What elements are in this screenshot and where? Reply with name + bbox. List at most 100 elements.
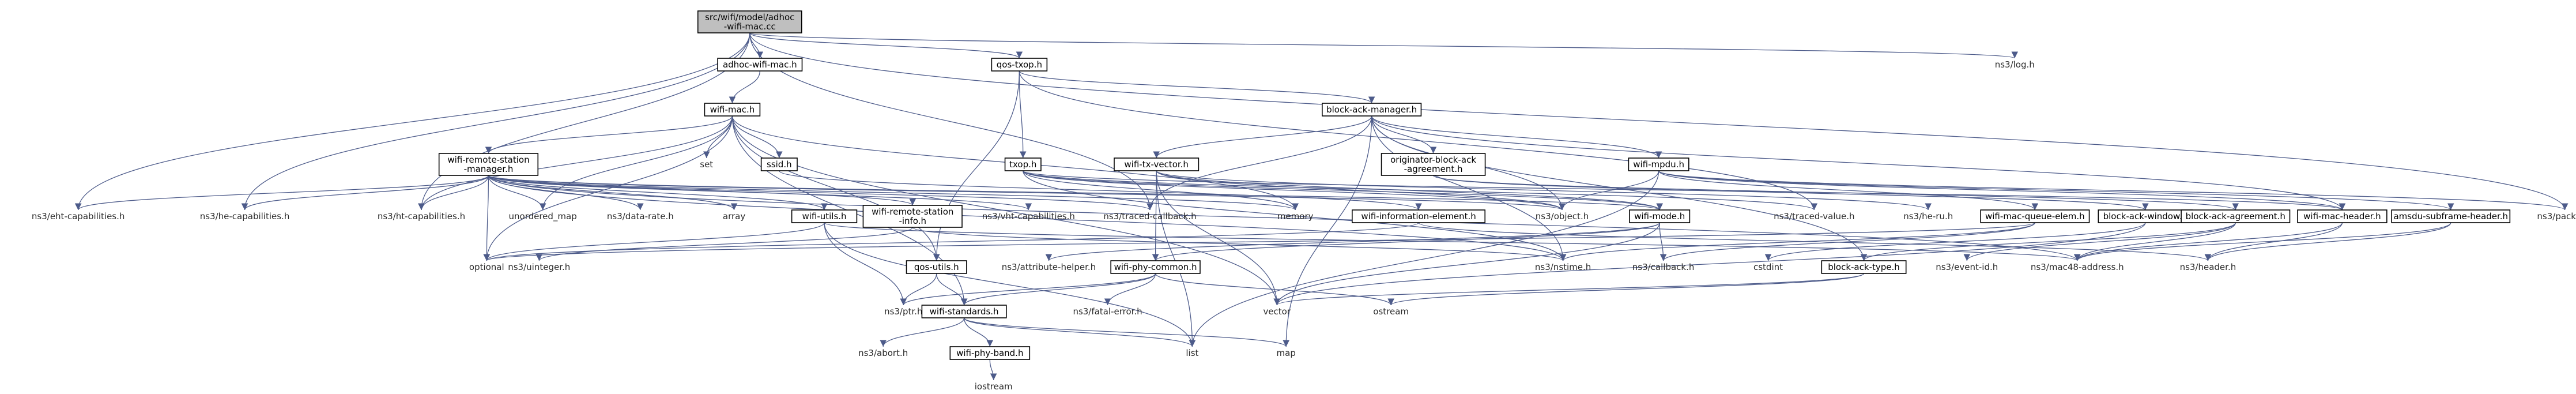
edge-qos_txop-to-txop xyxy=(1019,70,1027,159)
edge-mqe-to-optional xyxy=(484,222,2035,261)
node-qos-utils-h[interactable]: qos-utils.h xyxy=(906,260,967,274)
node-label: block-ack-manager.h xyxy=(1326,104,1417,115)
node-label: wifi-mode.h xyxy=(1634,211,1685,222)
node-label: ns3/ptr.h xyxy=(884,306,922,317)
node-ns3-he-capabilities-h: ns3/he-capabilities.h xyxy=(200,211,290,222)
node-ns3-attribute-helper-h: ns3/attribute-helper.h xyxy=(1002,262,1096,272)
node-wifi-mode-h[interactable]: wifi-mode.h xyxy=(1629,209,1691,223)
node-vector: vector xyxy=(1263,306,1291,317)
node-label: wifi-information-element.h xyxy=(1361,211,1476,222)
node-wifi-information-element-h[interactable]: wifi-information-element.h xyxy=(1352,209,1486,223)
node-memory: memory xyxy=(1277,211,1314,222)
edge-rsm-to-eht xyxy=(75,175,489,211)
node-ns3-callback-h: ns3/callback.h xyxy=(1632,262,1695,272)
node-wifi-remote-station-manager-h[interactable]: wifi-remote-station-manager.h xyxy=(438,153,539,176)
node-wifi-phy-band-h[interactable]: wifi-phy-band.h xyxy=(949,346,1031,360)
node-label: ns3/traced-value.h xyxy=(1774,211,1854,222)
node-box xyxy=(760,157,798,171)
node-ns3-data-rate-h: ns3/data-rate.h xyxy=(607,211,674,222)
node-map: map xyxy=(1277,348,1296,358)
node-txop-h[interactable]: txop.h xyxy=(1004,157,1042,171)
edge-wifi_mac-to-qosutils xyxy=(731,115,940,261)
node-label: wifi-mac-queue-elem.h xyxy=(1985,211,2085,222)
node-qos-txop-h[interactable]: qos-txop.h xyxy=(991,58,1048,72)
edge-root-to-log xyxy=(749,32,2017,59)
edge-qos_txop-to-tval xyxy=(1019,70,1818,211)
edge-mhdr-to-header xyxy=(2204,222,2343,261)
edge-wifi_mac-to-umap xyxy=(539,115,733,211)
edge-phyc-to-ostream xyxy=(1155,273,1394,306)
node-block-ack-type-h[interactable]: block-ack-type.h xyxy=(1821,260,1907,274)
node-ssid-h[interactable]: ssid.h xyxy=(760,157,798,171)
node-block-ack-window-h[interactable]: block-ack-window.h xyxy=(2098,209,2193,223)
edge-rsm-to-wutils xyxy=(488,175,828,211)
edge-wstd-to-map xyxy=(963,317,1289,347)
node-wifi-utils-h[interactable]: wifi-utils.h xyxy=(791,209,858,223)
node-wifi-remote-station-info-h[interactable]: wifi-remote-station-info.h xyxy=(862,205,963,228)
node-originator-block-ack-agreement-h[interactable]: originator-block-ack-agreement.h xyxy=(1381,153,1486,176)
edge-amsdu-to-header xyxy=(2204,222,2451,261)
node-wifi-standards-h[interactable]: wifi-standards.h xyxy=(921,305,1007,318)
edge-batype-to-ostream xyxy=(1387,273,1865,306)
edge-mpdu-to-object xyxy=(1559,170,1659,211)
node-box xyxy=(1629,209,1691,223)
edge-txop-to-tval xyxy=(1023,170,1817,211)
edge-mpdu-to-mhdr xyxy=(1658,170,2345,211)
edge-txop-to-object xyxy=(1023,170,1566,211)
edge-rsm-to-mac48 xyxy=(488,175,2081,261)
node-adhoc-wifi-mac-h[interactable]: adhoc-wifi-mac.h xyxy=(717,58,803,72)
edge-root-to-packet xyxy=(749,32,2569,211)
edge-root-to-qos_txop xyxy=(749,32,1023,59)
node-wifi-mac-header-h[interactable]: wifi-mac-header.h xyxy=(2297,209,2388,223)
edge-wstd-to-band xyxy=(963,317,994,347)
node-box xyxy=(991,58,1048,72)
node-label: -info.h xyxy=(899,216,926,226)
edge-wutils-to-list xyxy=(824,222,1196,347)
node-label: originator-block-ack xyxy=(1390,155,1476,165)
node-wifi-mac-h[interactable]: wifi-mac.h xyxy=(704,103,761,117)
node-label: ostream xyxy=(1373,306,1409,317)
node-block-ack-manager-h[interactable]: block-ack-manager.h xyxy=(1322,103,1422,117)
node-list: list xyxy=(1186,348,1198,358)
node-label: amsdu-subframe-header.h xyxy=(2393,211,2508,222)
node-amsdu-subframe-header-h[interactable]: amsdu-subframe-header.h xyxy=(2391,209,2511,223)
node-wifi-mpdu-h[interactable]: wifi-mpdu.h xyxy=(1628,157,1689,171)
edge-batype-to-vector xyxy=(1273,273,1865,306)
edge-wmode-to-callback xyxy=(1659,222,1667,261)
edge-bam-to-mhdr xyxy=(1371,115,2346,211)
node-label: wifi-phy-common.h xyxy=(1114,262,1197,272)
node-label: iostream xyxy=(975,381,1013,392)
edge-root-to-tcb xyxy=(749,32,1153,211)
node-wifi-phy-common-h[interactable]: wifi-phy-common.h xyxy=(1110,260,1201,274)
node-box xyxy=(438,153,539,176)
node-ns3-fatal-error-h: ns3/fatal-error.h xyxy=(1073,306,1142,317)
node-box xyxy=(906,260,967,274)
node-label: -agreement.h xyxy=(1404,164,1463,174)
node-wifi-mac-queue-elem-h[interactable]: wifi-mac-queue-elem.h xyxy=(1980,209,2090,223)
edge-wifi_mac-to-ssid xyxy=(731,115,783,159)
edge-ssid-to-wie xyxy=(779,170,1422,211)
edge-mpdu-to-packet xyxy=(1658,170,2568,211)
node-label: wifi-mpdu.h xyxy=(1633,159,1684,170)
node-label: ns3/log.h xyxy=(1995,59,2035,70)
node-block-ack-agreement-h[interactable]: block-ack-agreement.h xyxy=(2181,209,2291,223)
edge-rsm-to-he xyxy=(241,175,489,211)
node-src-wifi-model-adhoc-wifi-mac-cc[interactable]: src/wifi/model/adhoc-wifi-mac.cc xyxy=(697,10,802,33)
edge-band-to-iostream xyxy=(989,359,997,381)
edge-baa-to-batype xyxy=(1860,222,2236,261)
node-label: ns3/object.h xyxy=(1536,211,1589,222)
node-label: ns3/traced-callback.h xyxy=(1103,211,1196,222)
node-label: memory xyxy=(1277,211,1314,222)
node-wifi-tx-vector-h[interactable]: wifi-tx-vector.h xyxy=(1114,157,1200,171)
node-label: ns3/ht-capabilities.h xyxy=(378,211,465,222)
edge-phyc-to-ptr xyxy=(900,273,1156,306)
node-label: ns3/eht-capabilities.h xyxy=(32,211,125,222)
edge-bam-to-map xyxy=(1283,115,1372,347)
node-ns3-header-h: ns3/header.h xyxy=(2180,262,2236,272)
edge-wie-to-optional xyxy=(484,222,1419,261)
node-label: map xyxy=(1277,348,1296,358)
edge-wifi_mac-to-rsm xyxy=(485,115,733,154)
node-label: wifi-tx-vector.h xyxy=(1124,159,1189,170)
node-label: qos-txop.h xyxy=(997,59,1042,70)
